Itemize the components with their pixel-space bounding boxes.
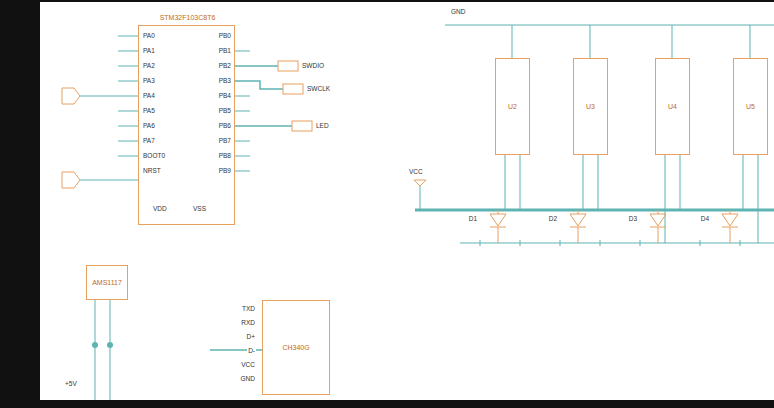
connector-wire <box>235 125 292 127</box>
connector-symbol <box>283 84 303 94</box>
pin-name: PB9 <box>218 167 232 174</box>
connector-wire <box>235 65 278 67</box>
net-label: VCC <box>408 168 424 175</box>
connector-symbol <box>62 88 80 104</box>
junction-dot <box>92 342 98 348</box>
component-box: U4 <box>655 58 690 155</box>
component-box: U5 <box>733 58 768 155</box>
pin-name: D- <box>247 347 256 354</box>
part-name: AMS1117 <box>92 279 122 286</box>
power-symbol <box>414 180 426 186</box>
pin-name: PA7 <box>142 137 156 144</box>
reference-designator: D2 <box>548 215 558 222</box>
junction-dot <box>107 342 113 348</box>
component-box: U2 <box>495 58 530 155</box>
diode-symbol <box>650 210 666 243</box>
pin-name: BOOT0 <box>142 152 166 159</box>
pin-name: PB7 <box>218 137 232 144</box>
pin-name: RXD <box>240 319 256 326</box>
connector-wire <box>80 96 138 97</box>
net-label: SWDIO <box>301 62 325 69</box>
net-label: SWCLK <box>306 85 331 92</box>
pin-stubs <box>235 51 250 171</box>
component-box: U3 <box>573 58 608 155</box>
pin-name: PB6 <box>218 122 232 129</box>
pin-name: PA4 <box>142 92 156 99</box>
connector-symbol <box>62 172 80 188</box>
part-name: STM32F103C8T6 <box>139 14 236 21</box>
pin-name: GND <box>240 375 256 382</box>
component-box: AMS1117 <box>86 265 128 300</box>
ground-bus <box>460 243 774 244</box>
net-label: LED <box>315 122 330 129</box>
pin-name: PB1 <box>218 47 232 54</box>
pin-name: PA1 <box>142 47 156 54</box>
pin-name: VSS <box>192 205 207 212</box>
pin-name: PB0 <box>218 32 232 39</box>
bus-drops <box>512 25 750 58</box>
pin-name: D+ <box>246 333 257 340</box>
part-name: CH340G <box>282 344 309 351</box>
pin-name: TXD <box>241 305 256 312</box>
part-name: U2 <box>508 103 517 110</box>
top-bus <box>445 25 774 26</box>
pin-name: VCC <box>240 361 256 368</box>
component-box: CH340G <box>262 300 330 395</box>
bus-ticks <box>480 240 740 246</box>
regulator-wire <box>95 300 110 400</box>
connector-symbol <box>278 61 298 71</box>
pin-name: PB2 <box>218 62 232 69</box>
pin-name: PB3 <box>218 77 232 84</box>
vcc-stem <box>420 186 421 210</box>
pin-name: +5V <box>64 380 78 387</box>
pin-name: PA0 <box>142 32 156 39</box>
pin-name: PB4 <box>218 92 232 99</box>
diode-symbol <box>490 210 506 243</box>
power-bus <box>415 209 774 212</box>
connector-symbol <box>292 121 312 131</box>
pin-name: NRST <box>142 167 162 174</box>
part-name: U4 <box>668 103 677 110</box>
pin-name: PB5 <box>218 107 232 114</box>
pin-name: PA3 <box>142 77 156 84</box>
part-name: U3 <box>586 103 595 110</box>
reference-designator: D1 <box>468 215 478 222</box>
net-label: GND <box>450 8 466 15</box>
pin-name: VDD <box>152 205 168 212</box>
connector-wire <box>235 81 283 89</box>
module-legs <box>505 155 758 243</box>
connector-wire <box>80 180 138 181</box>
pin-name: PA5 <box>142 107 156 114</box>
part-name: U5 <box>746 103 755 110</box>
pin-name: PA2 <box>142 62 156 69</box>
reference-designator: D4 <box>700 215 710 222</box>
pin-name: PA6 <box>142 122 156 129</box>
reference-designator: D3 <box>628 215 638 222</box>
diode-symbol <box>722 210 738 243</box>
diode-symbol <box>570 210 586 243</box>
pin-name: PB8 <box>218 152 232 159</box>
